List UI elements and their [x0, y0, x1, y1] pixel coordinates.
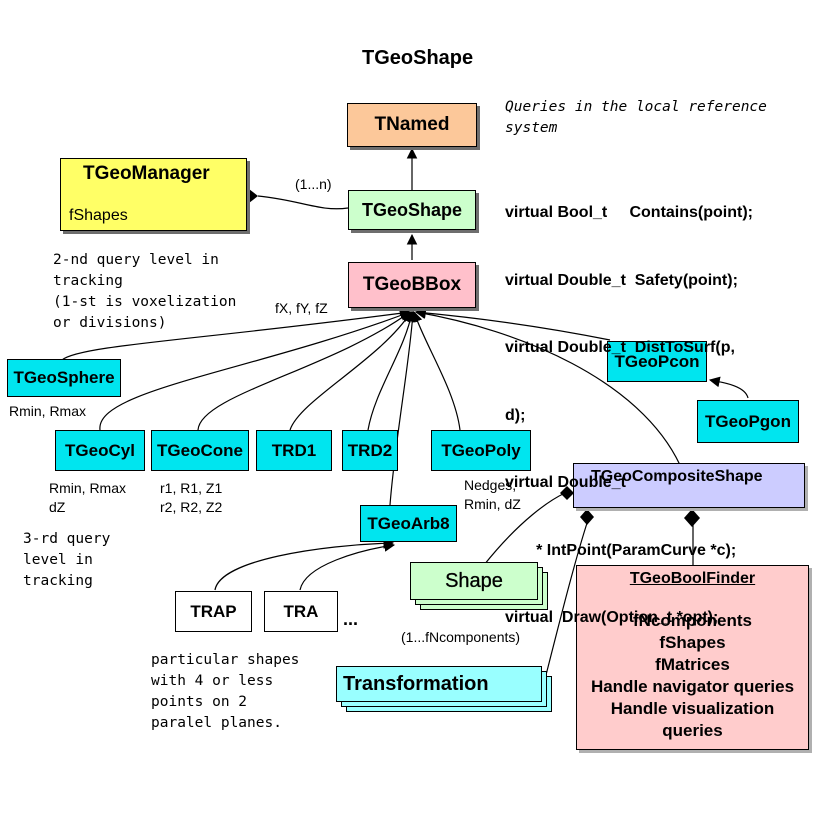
- virtual-methods-list: virtual Bool_t Contains(point); virtual …: [505, 157, 753, 652]
- shape-box: Shape: [410, 562, 538, 600]
- queries-heading: Queries in the local reference system: [505, 97, 767, 139]
- boolfinder-line-5: Handle visualization: [610, 699, 775, 718]
- tgeoboolfinder-title: TGeoBoolFinder: [629, 570, 756, 587]
- second-query-line-2: tracking: [53, 273, 123, 289]
- tgeomanager-box: TGeoManager fShapes: [60, 158, 247, 231]
- second-query-line-3: (1-st is voxelization: [53, 294, 237, 310]
- trd2-to-tgeobbox-arrow: [367, 310, 416, 431]
- poly-params-line-1: Nedges,: [464, 477, 517, 493]
- cyl-params-line-2: dZ: [49, 499, 66, 515]
- boolfinder-line-1: fNcomponents: [633, 611, 752, 630]
- tnamed-box: TNamed: [347, 103, 477, 147]
- tgeomanager-aggregation-line: [257, 195, 349, 210]
- transformation-aggregation-line: [545, 519, 589, 676]
- third-query-line-1: 3-rd query: [23, 531, 111, 547]
- queries-heading-line-2: system: [505, 120, 558, 136]
- sphere-params-label: Rmin, Rmax: [9, 403, 87, 419]
- tgeoboolfinder-box: TGeoBoolFinder fNcomponents fShapes fMat…: [576, 565, 809, 750]
- tgeoshape-box: TGeoShape: [348, 190, 476, 230]
- shape-aggregation-line: [483, 492, 566, 566]
- more-shapes-ellipsis: ...: [343, 609, 359, 629]
- method-disttosurf-cont: d);: [505, 406, 526, 424]
- method-disttosurf: virtual Double_t DistToSurf(p,: [505, 339, 735, 356]
- third-query-line-3: tracking: [23, 573, 93, 589]
- particular-line-2: with 4 or less: [151, 673, 274, 689]
- transformation-box: Transformation: [336, 666, 542, 702]
- composite-boolfinder-diamond: [684, 509, 700, 527]
- tgeosphere-to-tgeobbox-arrow: [61, 307, 412, 361]
- multiplicity-label: (1...n): [295, 176, 332, 192]
- second-query-line-1: 2-nd query level in: [53, 252, 219, 268]
- components-multiplicity-label: (1...fNcomponents): [401, 629, 521, 645]
- tgeocyl-box: TGeoCyl: [55, 430, 145, 471]
- composite-transformation-diamond: [580, 509, 594, 525]
- tgeocyl-to-tgeobbox-arrow: [99, 310, 412, 431]
- particular-line-3: points on 2: [151, 694, 248, 710]
- tgeocone-box: TGeoCone: [151, 430, 249, 471]
- tgeomanager-field: fShapes: [69, 207, 128, 224]
- method-intpoint: virtual Double_t: [505, 474, 626, 491]
- cone-params-label: r1, R1, Z1 r2, R2, Z2: [160, 479, 222, 517]
- method-intpoint-cont: * IntPoint(ParamCurve *c);: [505, 541, 737, 559]
- method-contains: virtual Bool_t Contains(point);: [505, 204, 753, 221]
- tgeopoly-box: TGeoPoly: [431, 430, 531, 471]
- tgeopgon-to-tgeopcon-arrow: [708, 376, 749, 399]
- boolfinder-line-2: fShapes: [659, 633, 726, 652]
- tgeopoly-to-tgeobbox-arrow: [411, 310, 461, 431]
- tgeocone-to-tgeobbox-arrow: [197, 311, 411, 431]
- poly-params-line-2: Rmin, dZ: [464, 496, 521, 512]
- method-safety: virtual Double_t Safety(point);: [505, 271, 738, 289]
- tgeomanager-name: TGeoManager: [83, 163, 210, 184]
- trd1-box: TRD1: [256, 430, 332, 471]
- bbox-fields-label: fX, fY, fZ: [275, 300, 328, 316]
- boolfinder-line-4: Handle navigator queries: [590, 677, 795, 696]
- trap-to-tgeoarb8-arrow: [214, 537, 395, 591]
- boolfinder-line-3: fMatrices: [655, 655, 730, 674]
- tgeopgon-box: TGeoPgon: [697, 400, 799, 443]
- cyl-params-label: Rmin, Rmax dZ: [49, 479, 126, 517]
- tgeoarb8-box: TGeoArb8: [360, 505, 457, 542]
- tgeopcon-to-tgeobbox-arrow: [414, 307, 611, 341]
- tra-box: TRA: [264, 591, 338, 632]
- poly-params-label: Nedges, Rmin, dZ: [464, 476, 521, 514]
- third-query-line-2: level in: [23, 552, 93, 568]
- trd2-box: TRD2: [342, 430, 398, 471]
- tgeoarb8-to-tgeobbox-arrow: [389, 310, 418, 506]
- queries-heading-line-1: Queries in the local reference: [505, 99, 767, 115]
- tgeobbox-box: TGeoBBox: [348, 262, 476, 308]
- cyl-params-line-1: Rmin, Rmax: [49, 480, 127, 496]
- second-query-line-4: or divisions): [53, 315, 167, 331]
- cone-params-line-2: r2, R2, Z2: [160, 499, 223, 515]
- tgeocompositeshape-box: TGeoCompositeShape: [573, 463, 805, 508]
- tra-to-tgeoarb8-arrow: [299, 541, 396, 591]
- tgeopcon-box: TGeoPcon: [607, 341, 707, 382]
- diagram-title: TGeoShape: [362, 47, 474, 69]
- tgeocomposite-to-tgeobbox-arrow: [414, 308, 681, 466]
- tgeosphere-box: TGeoSphere: [7, 359, 121, 397]
- trap-box: TRAP: [175, 591, 252, 632]
- particular-line-1: particular shapes: [151, 652, 300, 668]
- particular-shapes-note: particular shapes with 4 or less points …: [151, 650, 299, 734]
- trd1-to-tgeobbox-arrow: [289, 311, 412, 431]
- third-query-note: 3-rd query level in tracking: [23, 529, 110, 592]
- cone-params-line-1: r1, R1, Z1: [160, 480, 223, 496]
- particular-line-4: paralel planes.: [151, 715, 282, 731]
- method-draw: virtual Draw(Option_t *opt);: [505, 609, 719, 626]
- boolfinder-line-6: queries: [662, 721, 723, 740]
- second-query-note: 2-nd query level in tracking (1-st is vo…: [53, 250, 236, 334]
- composite-shape-diamond: [560, 486, 574, 500]
